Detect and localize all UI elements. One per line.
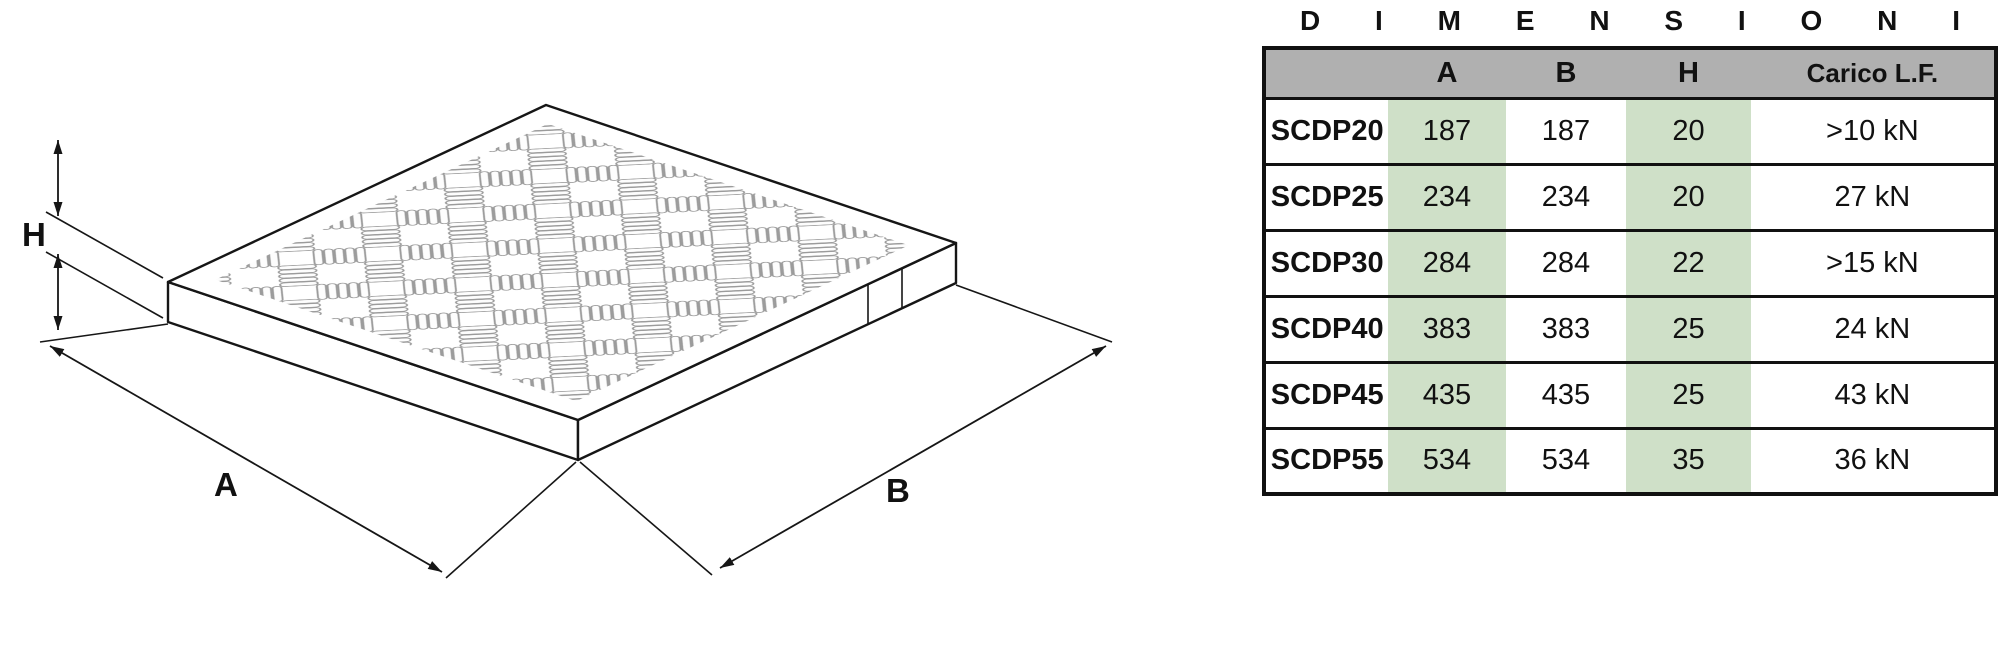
cell-a: 284 [1388,230,1506,296]
cell-load: >15 kN [1826,246,1919,279]
cell-h: 25 [1626,362,1751,428]
cell-a: 383 [1388,296,1506,362]
cell-model: SCDP40 [1270,312,1384,345]
dim-b-label: B [886,472,910,509]
header-a: A [1436,56,1458,89]
table-row: SCDP20 187 187 20 >10 kN [1264,98,1996,164]
cell-b: 284 [1541,246,1591,279]
panel-body [166,103,958,462]
cell-model: SCDP30 [1270,246,1384,279]
b-extension-line-right [955,284,1113,343]
dim-h-label: H [22,216,46,253]
dimension-h: H [22,140,164,330]
cell-model: SCDP25 [1270,180,1384,213]
cell-b: 534 [1541,444,1591,477]
cell-model: SCDP55 [1270,444,1384,477]
dimensions-title: D I M E N S I O N I [1300,5,1960,36]
table-row: SCDP55 534 534 35 36 kN [1264,428,1996,494]
cell-model: SCDP45 [1270,378,1384,411]
cell-a: 435 [1388,362,1506,428]
a-arrow [49,345,443,573]
cell-a: 534 [1388,428,1506,494]
h-extension-line-top [45,211,164,279]
table-header-row: A B H Carico L.F. [1264,48,1996,98]
cell-h: 22 [1626,230,1751,296]
cell-h: 35 [1626,428,1751,494]
panel-isometric-drawing: H A B [22,103,1113,579]
panel-tread-pattern [215,123,909,402]
table-row: SCDP25 234 234 20 27 kN [1264,164,1996,230]
cell-b: 234 [1541,180,1591,213]
dimension-a: A [39,323,577,579]
cell-load: >10 kN [1826,114,1919,147]
cell-b: 435 [1541,378,1591,411]
dimensions-panel: D I M E N S I O N I A B H Carico L.F. [1262,4,1998,496]
cell-a: 234 [1388,164,1506,230]
header-h: H [1678,56,1699,89]
a-extension-line-right [445,461,577,579]
cell-a: 187 [1388,98,1506,164]
header-model [1264,48,1388,98]
table-row: SCDP30 284 284 22 >15 kN [1264,230,1996,296]
cell-load: 27 kN [1834,180,1911,213]
dim-a-label: A [214,466,238,503]
h-extension-line-bottom [45,251,164,319]
cell-b: 187 [1541,114,1591,147]
cell-h: 20 [1626,98,1751,164]
cell-load: 24 kN [1834,312,1911,345]
cell-model: SCDP20 [1270,114,1384,147]
cell-h: 20 [1626,164,1751,230]
dimension-b: B [579,284,1113,576]
a-extension-line-left [39,323,169,343]
header-b: B [1555,56,1577,89]
header-carico: Carico L.F. [1806,57,1939,88]
b-extension-line-left [579,461,713,576]
dimensions-table: A B H Carico L.F. SCDP20 187 187 20 >10 … [1262,46,1998,496]
cell-h: 25 [1626,296,1751,362]
cell-load: 36 kN [1834,444,1911,477]
cell-load: 43 kN [1834,378,1911,411]
table-row: SCDP40 383 383 25 24 kN [1264,296,1996,362]
cell-b: 383 [1541,312,1591,345]
table-row: SCDP45 435 435 25 43 kN [1264,362,1996,428]
b-arrow [719,345,1107,569]
